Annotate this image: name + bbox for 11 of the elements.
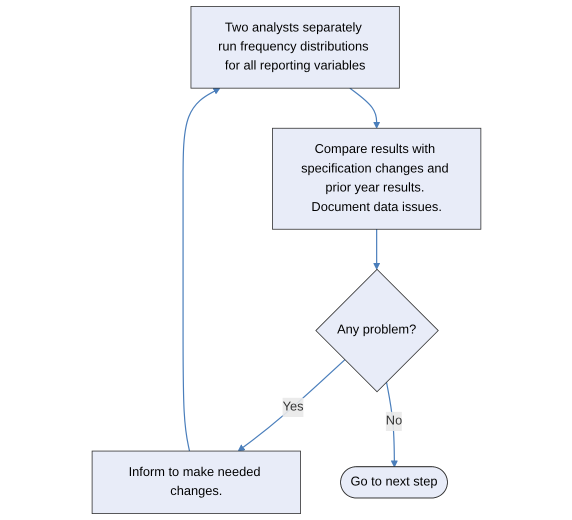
node-box: Two analysts separately run frequency distributions for all reporting variables — [190, 6, 400, 89]
edge-label: No — [385, 414, 402, 428]
arrow — [349, 88, 380, 129]
arrow — [237, 359, 345, 452]
node-box: Inform to make needed changes. — [91, 450, 300, 514]
arrow — [182, 88, 220, 452]
node-box: Compare results with specification changes and prior year results. Document data issues. — [272, 128, 481, 230]
arrow — [372, 229, 380, 270]
node-diamond: Any problem? — [314, 268, 438, 392]
edge-label: Yes — [282, 400, 304, 414]
arrow — [385, 382, 398, 468]
